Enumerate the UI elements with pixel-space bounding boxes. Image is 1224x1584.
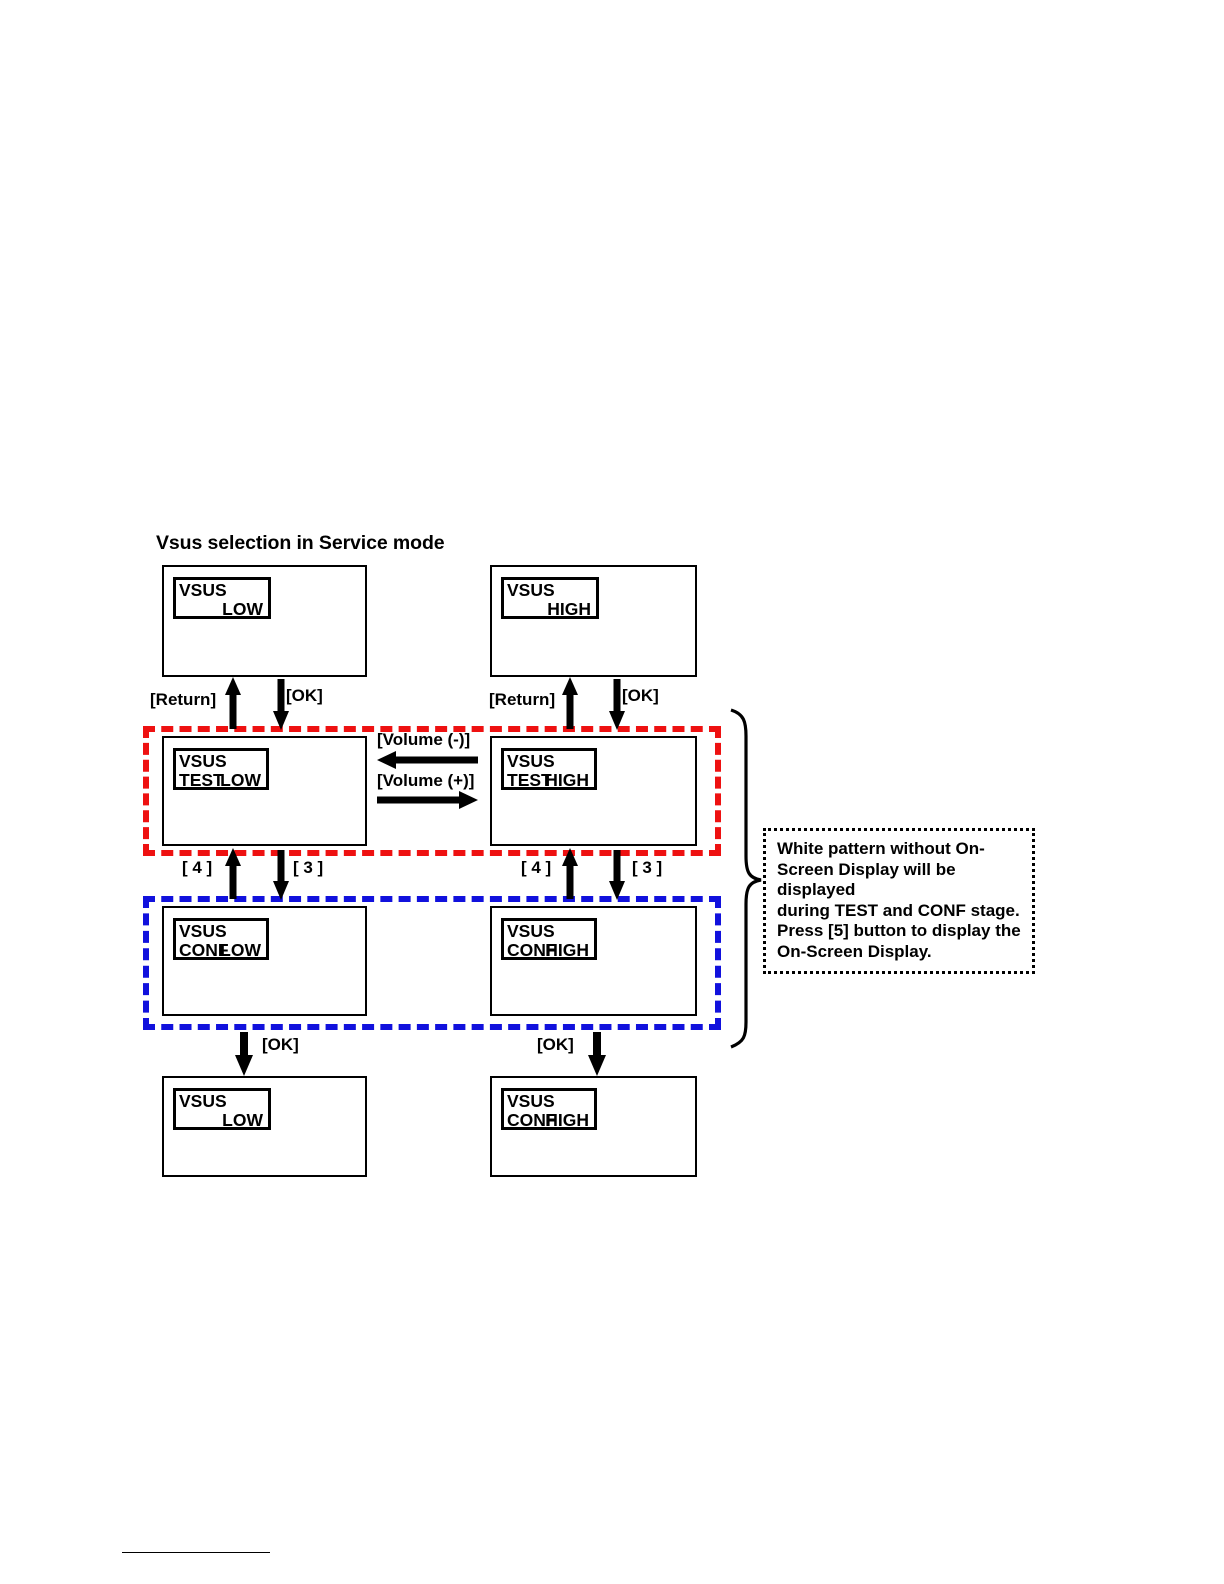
screen-vsus-conf-high[interactable]: VSUS CONF HIGH (490, 906, 697, 1016)
osd-box: VSUS TEST LOW (173, 748, 269, 790)
note-box: White pattern without On- Screen Display… (763, 828, 1035, 974)
arrow-left-key3-down (273, 850, 289, 900)
osd-label: VSUS (507, 579, 555, 600)
test-stage-group (143, 726, 721, 856)
screen-final-vsus-low[interactable]: VSUS LOW (162, 1076, 367, 1177)
osd-stage: CONF (179, 939, 229, 960)
osd-label: VSUS (179, 750, 227, 771)
footer-rule (122, 1552, 270, 1553)
label-left-return: [Return] (150, 690, 217, 709)
note-line: Screen Display will be displayed (777, 859, 956, 900)
osd-label: VSUS (179, 920, 227, 941)
osd-label: VSUS (179, 1090, 227, 1111)
osd-box: VSUS CONF LOW (173, 918, 269, 960)
osd-value: HIGH (545, 769, 589, 790)
osd-box: VSUS CONF HIGH (501, 918, 597, 960)
arrow-left-return-up (225, 677, 241, 729)
osd-label: VSUS (507, 750, 555, 771)
osd-stage: CONF (507, 939, 557, 960)
label-right-ok: [OK] (622, 686, 659, 705)
osd-value: LOW (220, 939, 261, 960)
note-line: Press [5] button to display the (777, 921, 1021, 941)
screen-vsus-test-low[interactable]: VSUS TEST LOW (162, 736, 367, 846)
screen-final-vsus-conf-high[interactable]: VSUS CONF HIGH (490, 1076, 697, 1177)
osd-box: VSUS LOW (173, 1088, 271, 1130)
osd-stage: CONF (507, 1109, 557, 1130)
screen-vsus-conf-low[interactable]: VSUS CONF LOW (162, 906, 367, 1016)
osd-box: VSUS LOW (173, 577, 271, 619)
label-volume-minus: [Volume (-)] (377, 730, 471, 749)
screen-vsus-test-high[interactable]: VSUS TEST HIGH (490, 736, 697, 846)
label-right-key-4: [ 4 ] (521, 858, 552, 877)
note-line: during TEST and CONF stage. (777, 900, 1020, 920)
label-left-ok-final: [OK] (262, 1035, 299, 1054)
osd-label: VSUS (507, 920, 555, 941)
arrow-left-ok-final (235, 1032, 253, 1076)
arrow-right-ok-final (588, 1032, 606, 1076)
note-line: On-Screen Display. (777, 941, 932, 961)
label-left-key-3: [ 3 ] (293, 858, 324, 877)
screen-vsus-low[interactable]: VSUS LOW (162, 565, 367, 677)
label-left-key-4: [ 4 ] (182, 858, 213, 877)
osd-value: HIGH (547, 598, 591, 619)
osd-value: LOW (222, 1109, 263, 1130)
osd-box: VSUS TEST HIGH (501, 748, 597, 790)
page-title: Vsus selection in Service mode (156, 532, 445, 554)
label-volume-plus: [Volume (+)] (377, 771, 475, 790)
curly-brace (730, 708, 762, 1049)
osd-box: VSUS CONF HIGH (501, 1088, 597, 1130)
label-right-key-3: [ 3 ] (632, 858, 663, 877)
arrow-right-return-up (562, 677, 578, 729)
osd-box: VSUS HIGH (501, 577, 599, 619)
osd-label: VSUS (179, 579, 227, 600)
screen-vsus-high[interactable]: VSUS HIGH (490, 565, 697, 677)
osd-stage: TEST (507, 769, 552, 790)
osd-label: VSUS (507, 1090, 555, 1111)
conf-stage-group (143, 896, 721, 1030)
osd-value: HIGH (545, 1109, 589, 1130)
osd-value: LOW (220, 769, 261, 790)
label-left-ok: [OK] (286, 686, 323, 705)
note-line: White pattern without On- (777, 839, 985, 858)
label-right-return: [Return] (489, 690, 556, 709)
osd-value: LOW (222, 598, 263, 619)
arrow-right-key3-down (609, 850, 625, 900)
label-right-ok-final: [OK] (537, 1035, 574, 1054)
osd-value: HIGH (545, 939, 589, 960)
osd-stage: TEST (179, 769, 224, 790)
